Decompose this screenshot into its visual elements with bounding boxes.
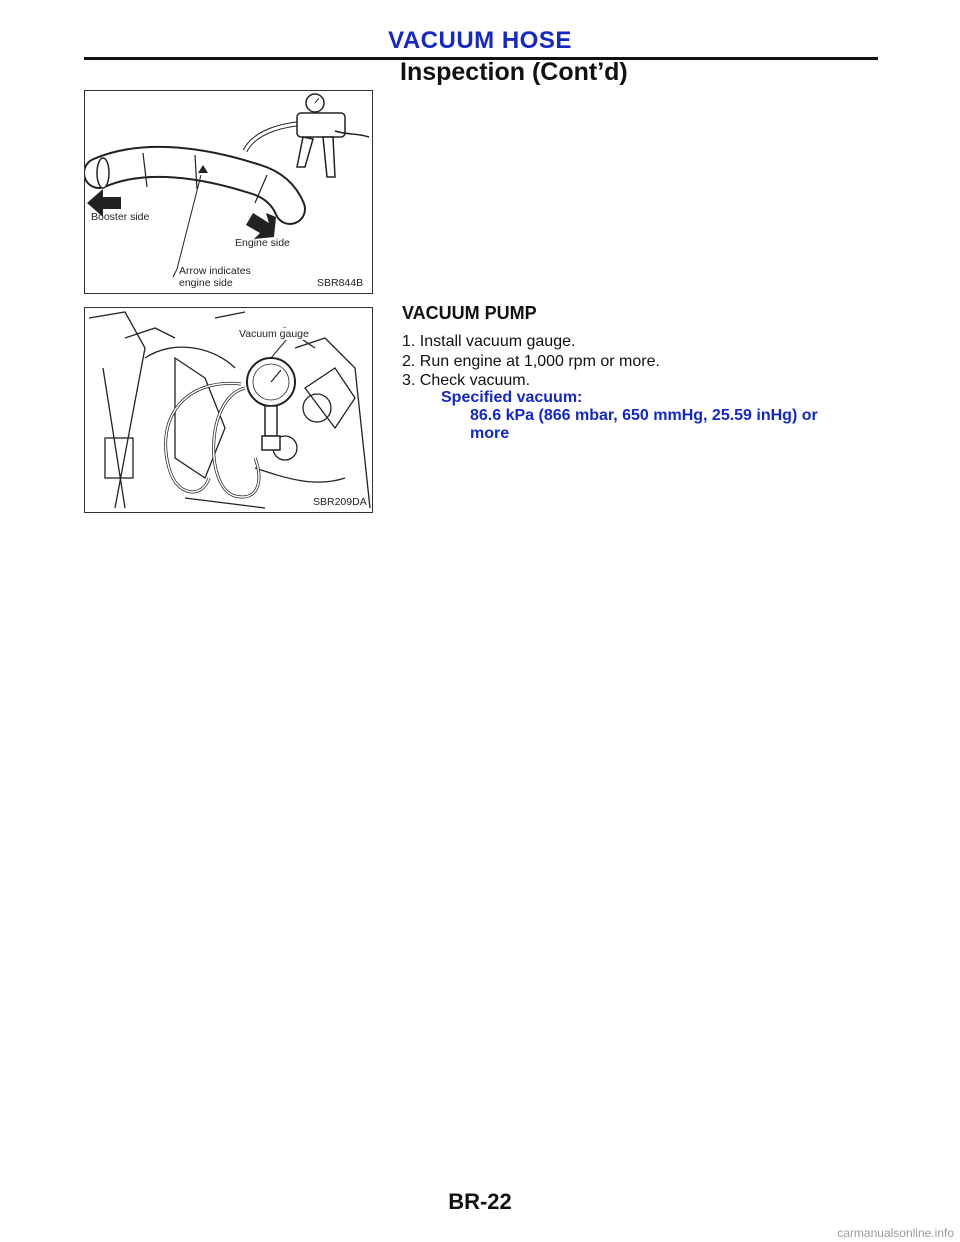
section-title: VACUUM HOSE <box>388 27 572 54</box>
vacuum-hose-illustration <box>85 93 370 278</box>
vacuum-gauge-label: Vacuum gauge <box>237 328 311 340</box>
page-number: BR-22 <box>448 1189 512 1214</box>
engine-side-label: Engine side <box>235 237 290 249</box>
spec-value-line1: 86.6 kPa (866 mbar, 650 mmHg, 25.59 inHg… <box>470 407 818 424</box>
figure-code-1: SBR844B <box>317 277 364 289</box>
watermark: carmanualsonline.info <box>837 1226 954 1240</box>
engine-arrow-icon <box>246 213 276 239</box>
engine-bay-illustration <box>88 311 371 509</box>
step-3: 3. Check vacuum. <box>402 372 531 389</box>
arrow-engine-side-label: engine side <box>179 277 233 289</box>
booster-arrow-icon <box>87 189 121 217</box>
page-subtitle: Inspection (Cont’d) <box>400 58 628 86</box>
procedure-heading: VACUUM PUMP <box>402 303 537 323</box>
step-1: 1. Install vacuum gauge. <box>402 333 576 350</box>
header-rule <box>84 57 878 60</box>
spec-value-line2: more <box>470 425 510 442</box>
arrow-indicates-label: Arrow indicates <box>179 265 251 277</box>
figure-code-2: SBR209DA <box>313 496 367 508</box>
spec-label: Specified vacuum: <box>441 389 583 406</box>
vacuum-gauge-figure: Vacuum gauge SBR209DA <box>84 307 373 513</box>
booster-side-label: Booster side <box>91 211 150 223</box>
step-2: 2. Run engine at 1,000 rpm or more. <box>402 353 660 370</box>
vacuum-hose-figure: Booster side Engine side Arrow indicates… <box>84 90 373 294</box>
